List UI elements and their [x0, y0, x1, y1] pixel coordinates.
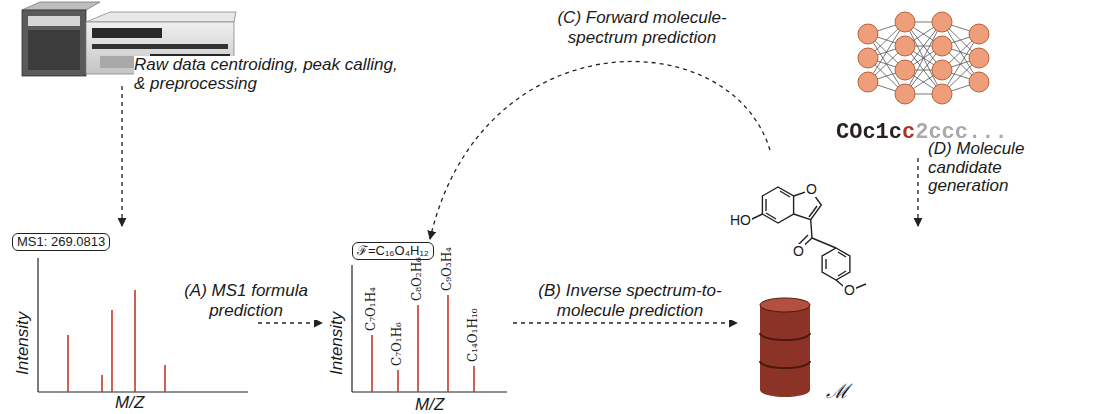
atom-label: O: [805, 182, 818, 197]
neural-network-icon: [858, 12, 989, 104]
spectrum-peak: [473, 366, 475, 392]
spectrum-peak: [417, 305, 419, 392]
peak-label: C₇O₁H₆: [391, 322, 404, 366]
spectrum-peak: [67, 335, 69, 392]
axis-line: [351, 265, 352, 392]
axis-label: Intensity: [328, 312, 347, 375]
network-neuron: [858, 72, 878, 92]
atom-label: O: [843, 283, 856, 298]
axis-line: [38, 391, 248, 392]
network-neuron: [969, 24, 989, 44]
network-neuron: [969, 48, 989, 68]
network-neuron: [969, 72, 989, 92]
process-arrow: [430, 61, 770, 239]
axis-line: [352, 391, 507, 392]
edge-label: (B) Inverse spectrum-to-molecule predict…: [522, 281, 738, 320]
peak-label: C₈O₂H₆: [411, 257, 424, 301]
spectrum-peak: [371, 335, 373, 392]
network-neuron: [895, 36, 915, 56]
ms1-tag: MS1: 269.0813: [12, 233, 110, 251]
network-neuron: [895, 12, 915, 32]
network-neuron: [932, 36, 952, 56]
process-arrow: [121, 86, 122, 226]
spectrum-peak: [164, 365, 166, 392]
network-link: [905, 22, 942, 94]
network-neuron: [932, 12, 952, 32]
network-neuron: [858, 48, 878, 68]
database-cylinder: [760, 298, 810, 397]
network-neuron: [858, 24, 878, 44]
peak-label: C₉O₃H₄: [441, 247, 454, 291]
process-note: Raw data centroiding, peak calling, & pr…: [134, 56, 404, 93]
spectrum-plot: [10, 230, 255, 412]
molecule-structure: [748, 187, 866, 291]
atom-label: HO: [729, 213, 752, 228]
spectrum-panel: ℱ=C₁₆O₄H₁₂C₇O₁H₄C₇O₁H₆C₈O₂H₆C₉O₃H₄C₁₄O₁H…: [325, 238, 510, 412]
spectrum-peak: [397, 370, 399, 392]
network-neuron: [895, 60, 915, 80]
axis-label: Intensity: [14, 312, 33, 375]
process-note: (D) Molecule candidate generation: [928, 140, 1038, 196]
process-arrow: [258, 322, 322, 323]
axis-label: M/Z: [415, 396, 444, 414]
spectrum-peak: [447, 295, 449, 392]
edge-label: (C) Forward molecule-spectrum prediction: [535, 8, 749, 47]
peak-label: C₇O₁H₄: [365, 287, 378, 331]
spectrum-peak: [134, 290, 136, 392]
process-arrow: [513, 322, 737, 323]
spectrum-peak: [111, 310, 113, 392]
spectrum-panel: MS1: 269.0813IntensityM/Z: [10, 230, 255, 412]
axis-line: [37, 258, 38, 392]
network-link: [905, 22, 942, 94]
network-neuron: [895, 84, 915, 104]
atom-label: O: [792, 244, 805, 259]
spectrum-peak: [101, 375, 103, 392]
axis-label: M/Z: [115, 394, 144, 413]
network-neuron: [932, 60, 952, 80]
peak-label: C₁₄O₁H₁₀: [467, 308, 480, 362]
process-arrow: [917, 158, 918, 226]
network-neuron: [932, 84, 952, 104]
set-symbol: ℳ: [826, 380, 849, 402]
edge-label: (A) MS1 formula prediction: [170, 281, 322, 320]
